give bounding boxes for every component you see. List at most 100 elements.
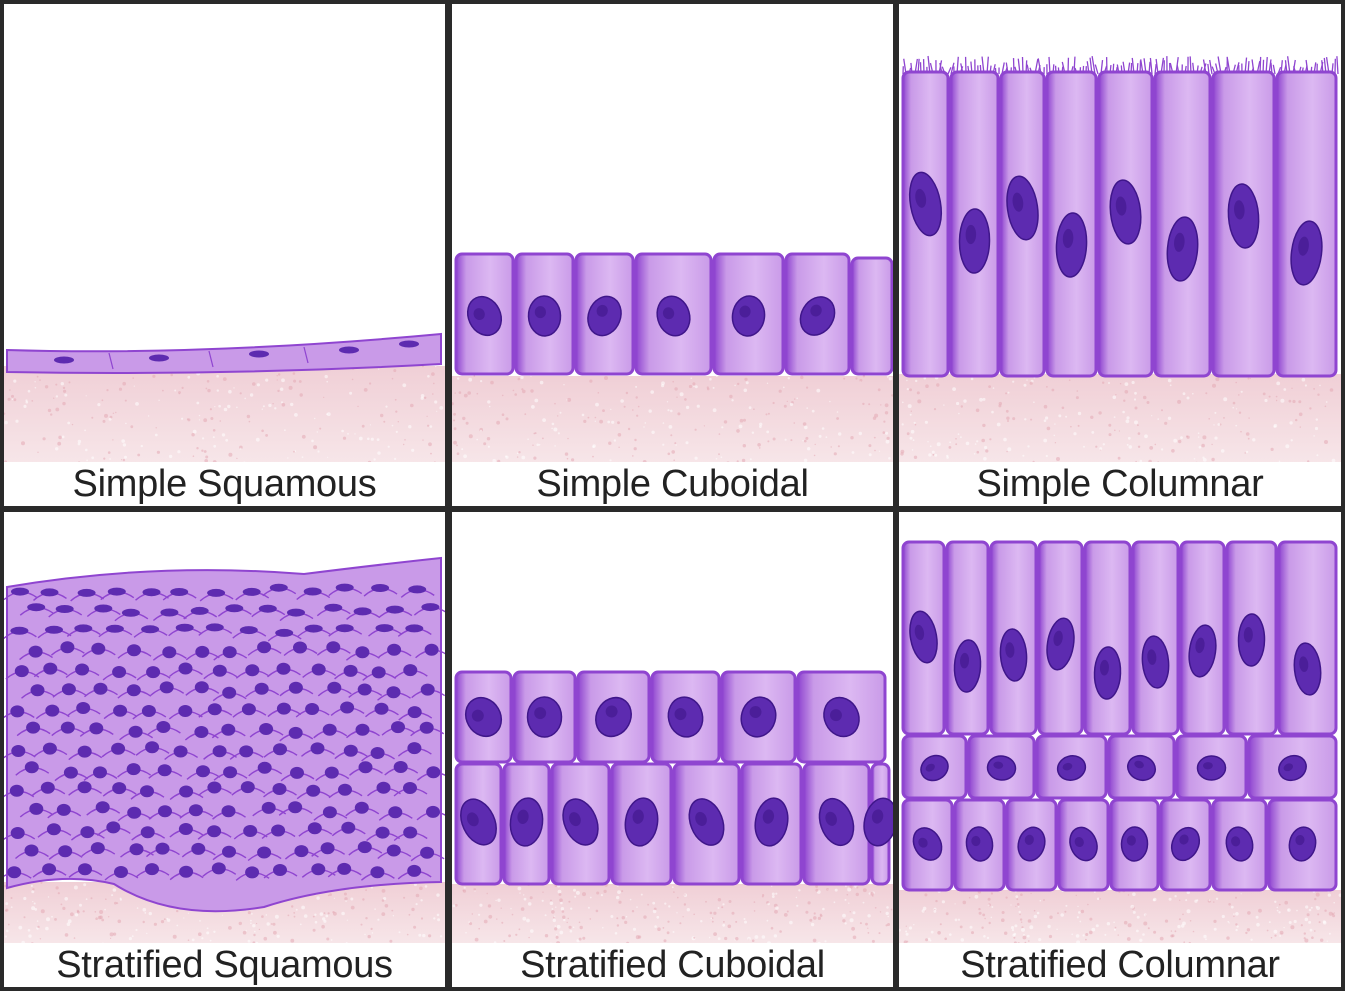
tissue-speck (244, 398, 246, 400)
nucleus (160, 609, 178, 617)
tissue-speck (37, 926, 39, 928)
microvillus (1273, 65, 1275, 74)
tissue-speck (1317, 913, 1319, 915)
grid-border-bottom (0, 987, 1345, 991)
tissue-speck (1007, 420, 1009, 422)
tissue-speck (914, 422, 916, 424)
tissue-speck (684, 903, 686, 905)
tissue-speck (960, 926, 963, 929)
tissue-speck (1128, 923, 1132, 927)
tissue-speck (626, 392, 628, 394)
tissue-speck (743, 419, 746, 422)
tissue-speck (966, 442, 970, 446)
tissue-speck (1030, 419, 1032, 421)
tissue-speck (1085, 933, 1088, 936)
tissue-speck (302, 456, 304, 458)
tissue-speck (752, 432, 754, 434)
tissue-speck (1211, 458, 1214, 461)
tissue-speck (862, 403, 864, 405)
nucleus (258, 762, 272, 774)
tissue-speck (120, 899, 122, 901)
tissue-speck (497, 899, 500, 902)
tissue-speck (23, 897, 26, 900)
tissue-speck (934, 910, 937, 913)
nucleus (304, 588, 322, 596)
tissue-speck (611, 421, 614, 424)
tissue-speck (11, 395, 14, 398)
tissue-speck (943, 404, 944, 405)
tissue-speck (907, 432, 910, 435)
tissue-speck (393, 369, 396, 372)
tissue-speck (380, 414, 383, 417)
tissue-speck (531, 405, 535, 409)
nucleus (213, 665, 227, 677)
tissue-speck (560, 412, 562, 414)
tissue-speck (624, 406, 626, 408)
tissue-speck (1126, 416, 1129, 419)
tissue-speck (156, 427, 157, 428)
tissue-speck (978, 908, 980, 910)
tissue-speck (615, 932, 618, 935)
tissue-speck (925, 384, 929, 388)
tissue-speck (718, 898, 721, 901)
tissue-speck (838, 445, 840, 447)
tissue-speck (1236, 408, 1237, 409)
tissue-speck (371, 887, 373, 889)
tissue-speck (1216, 898, 1218, 900)
tissue-speck (831, 446, 832, 447)
tissue-speck (213, 429, 216, 432)
tissue-speck (266, 914, 268, 916)
tissue-speck (552, 908, 554, 910)
tissue-speck (282, 403, 286, 407)
nucleus (127, 763, 141, 775)
tissue-speck (574, 896, 576, 898)
tissue-speck (551, 428, 553, 430)
tissue-speck (784, 405, 787, 408)
tissue-speck (146, 933, 147, 934)
tissue-speck (608, 442, 611, 445)
tissue-speck (794, 422, 796, 424)
caption-stratified-cuboidal: Stratified Cuboidal (452, 943, 893, 987)
tissue-speck (432, 393, 434, 395)
nucleus (223, 766, 237, 778)
tissue-speck (936, 383, 939, 386)
tissue-speck (796, 398, 798, 400)
tissue-speck (247, 415, 250, 418)
tissue-speck (806, 387, 808, 389)
tissue-speck (1044, 405, 1048, 409)
tissue-speck (559, 931, 563, 935)
tissue-speck (528, 937, 529, 938)
tissue-speck (775, 906, 779, 910)
tissue-speck (224, 408, 228, 412)
tissue-speck (1020, 893, 1023, 896)
tissue-speck (988, 904, 990, 906)
tissue-speck (137, 907, 139, 909)
tissue-speck (508, 934, 511, 937)
tissue-speck (1246, 432, 1250, 436)
tissue-speck (1024, 384, 1027, 387)
tissue-speck (562, 916, 565, 919)
tissue-speck (935, 900, 937, 902)
tissue-speck (32, 888, 34, 890)
tissue-speck (487, 400, 490, 403)
tissue-speck (199, 419, 200, 420)
tissue-speck (1143, 396, 1147, 400)
tissue-speck (672, 381, 674, 383)
tissue-speck (889, 377, 892, 380)
tissue-speck (1098, 411, 1101, 414)
tissue-speck (1229, 922, 1230, 923)
tissue-speck (182, 387, 184, 389)
tissue-speck (135, 929, 137, 931)
tissue-speck (1186, 435, 1188, 437)
tissue-speck (95, 911, 97, 913)
nucleus (213, 745, 227, 757)
nucleus (106, 625, 124, 633)
tissue-speck (766, 431, 769, 434)
tissue-speck (103, 420, 106, 423)
tissue-speck (394, 458, 396, 460)
tissue-speck (488, 904, 491, 907)
tissue-speck (1034, 910, 1036, 912)
tissue-speck (885, 411, 888, 414)
tissue-speck (963, 399, 966, 402)
tissue-speck (77, 910, 79, 912)
